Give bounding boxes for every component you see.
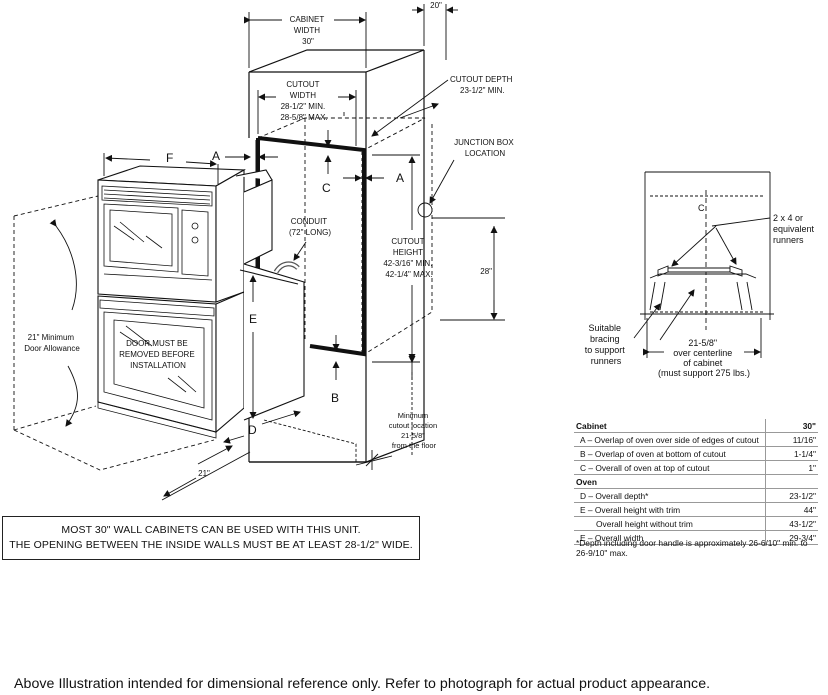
disclaimer-text: Above Illustration intended for dimensio… [14, 676, 711, 692]
spec-row-label: E – Overall width [574, 530, 766, 545]
table-row: B – Overlap of oven at bottom of cutout … [574, 446, 818, 461]
spec-row-value: 23-1/2" [765, 488, 818, 503]
table-row: E – Overall height with trim 44" [574, 502, 818, 517]
table-row: E – Overall width 29-3/4" [574, 530, 818, 545]
spec-footnote: *Depth including door handle is approxim… [576, 538, 808, 558]
spec-row-value: 1" [765, 460, 818, 475]
detail-cabinet [640, 171, 774, 330]
table-row: C – Overall of oven at top of cutout 1" [574, 460, 818, 475]
letter-d: D [248, 423, 257, 437]
letter-c: C [322, 181, 331, 195]
cutout-hidden-edges [257, 112, 433, 353]
overlap-arrows [225, 130, 384, 380]
top-20-label: 20" [430, 1, 442, 10]
spec-table: Cabinet 30" A – Overlap of oven over sid… [574, 419, 818, 545]
cutout-height-label: CUTOUT HEIGHT 42-3/16" MIN. 42-1/4" MAX. [383, 237, 434, 279]
spec-row-label: E – Overall height with trim [574, 502, 766, 517]
door-warning-text: DOOR MUST BE REMOVED BEFORE INSTALLATION [119, 339, 197, 370]
dim-28-label: 28" [480, 267, 492, 276]
conduit-label: CONDUIT (72" LONG) [289, 217, 331, 237]
cutout-depth-dim [371, 79, 449, 137]
dim-21 [161, 445, 251, 501]
letter-e: E [249, 312, 257, 326]
min-cutout-dim [355, 356, 416, 470]
spec-row-value: 43-1/2" [765, 516, 818, 531]
spec-row-label: A – Overlap of oven over side of edges o… [574, 432, 766, 447]
spec-header-label: Cabinet [574, 419, 766, 433]
detail-runners [649, 265, 757, 311]
table-row: A – Overlap of oven over side of edges o… [574, 432, 818, 447]
spec-oven-header-row: Oven [574, 474, 818, 489]
cabinet-note-box: MOST 30" WALL CABINETS CAN BE USED WITH … [2, 516, 420, 560]
letter-a-top: A [212, 149, 220, 163]
support-label: 21-5/8" over centerline of cabinet (must… [658, 338, 750, 378]
cabinet-width-label: CABINET WIDTH 30" [290, 15, 327, 46]
note-line-2: THE OPENING BETWEEN THE INSIDE WALLS MUS… [9, 539, 413, 551]
letter-a-right: A [396, 171, 404, 185]
spec-row-value: 44" [765, 502, 818, 517]
spec-row-value: 1-1/4" [765, 446, 818, 461]
cutout-depth-label: CUTOUT DEPTH 23-1/2" MIN. [450, 75, 515, 95]
note-line-1: MOST 30" WALL CABINETS CAN BE USED WITH … [61, 524, 361, 536]
junction-box-label: JUNCTION BOX LOCATION [454, 138, 516, 158]
spec-oven-label: Oven [574, 474, 766, 489]
cabinet-width-dim [244, 12, 367, 68]
spec-row-label: B – Overlap of oven at bottom of cutout [574, 446, 766, 461]
door-allowance-arc [49, 219, 78, 427]
min-cutout-label: Minimum cutout location 21-5/8" from the… [389, 411, 439, 450]
spec-row-value: 11/16" [765, 432, 818, 447]
dim-21-label: 21" [198, 469, 210, 478]
runners-label: 2 x 4 or equivalent runners [773, 213, 817, 245]
f-dim [103, 153, 219, 184]
top-20-dim [412, 4, 458, 60]
lower-oven-details [97, 299, 217, 439]
cutout-width-label: CUTOUT WIDTH 28-1/2" MIN. 28-5/8" MAX. [280, 80, 327, 122]
spec-header-value: 30" [765, 419, 818, 433]
spec-row-value: 29-3/4" [765, 530, 818, 545]
d-dim [223, 410, 357, 462]
door-allowance-label: 21" Minimum Door Allowance [24, 333, 80, 353]
centerline-label: C [698, 203, 705, 213]
cutout-width-dim [257, 90, 357, 146]
oven-body [97, 165, 305, 434]
spec-row-label: D – Overall depth* [574, 488, 766, 503]
door-allowance-outline [13, 195, 215, 471]
spec-header-row: Cabinet 30" [574, 419, 818, 433]
bracing-label: Suitable bracing to support runners [585, 323, 628, 366]
spec-row-label: Overall height without trim [574, 516, 766, 531]
letter-b: B [331, 391, 339, 405]
spec-row-label: C – Overall of oven at top of cutout [574, 460, 766, 475]
table-row: D – Overall depth* 23-1/2" [574, 488, 818, 503]
cutout-height-dim [372, 154, 420, 455]
junction-box [417, 159, 505, 321]
table-row: Overall height without trim 43-1/2" [574, 516, 818, 531]
spec-oven-value-empty [765, 474, 818, 489]
detail-leaders [633, 217, 771, 358]
conduit [273, 241, 307, 274]
upper-oven-details [101, 185, 213, 281]
letter-f: F [166, 151, 173, 165]
